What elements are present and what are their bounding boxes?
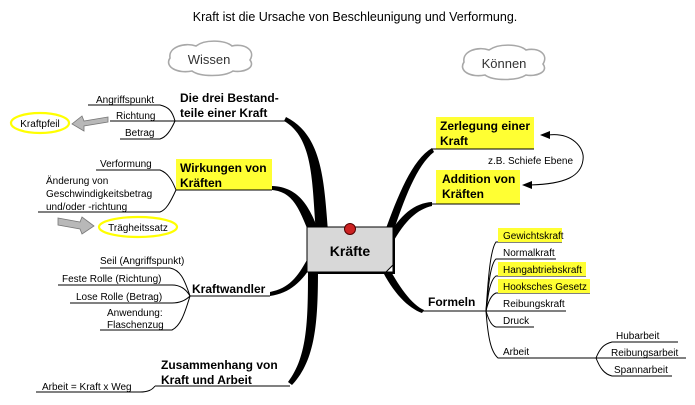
node-kraftwandler[interactable]: Kraftwandler Seil (Angriffspunkt) Feste … <box>58 256 270 331</box>
node-zerlegung[interactable]: Zerlegung einer Kraft <box>432 117 534 150</box>
arrowhead-addition-icon <box>522 181 532 189</box>
bestandteile-item-betrag: Betrag <box>125 128 154 139</box>
zerlegung-line1: Zerlegung einer <box>440 119 530 133</box>
formeln-highlight-gewichtskraft <box>498 228 562 242</box>
wirkungen-item-aenderung: Änderung von <box>46 175 108 187</box>
formeln-highlight-hangabtrieb <box>498 262 586 276</box>
node-wirkungen[interactable]: Wirkungen von Kräften Verformung Änderun… <box>38 159 272 213</box>
page-title: Kraft ist die Ursache von Beschleunigung… <box>193 10 518 24</box>
zerlegung-highlight <box>436 117 534 149</box>
bestandteile-item-richtung: Richtung <box>116 111 155 122</box>
wirkungen-line1: Wirkungen von <box>180 161 267 175</box>
formeln-item-normalkraft: Normalkraft <box>503 248 555 259</box>
note-traegheitssatz: Trägheitssatz <box>57 215 179 239</box>
kraftwandler-item-feste-rolle: Feste Rolle (Richtung) <box>62 274 161 285</box>
relation-example-label: z.B. Schiefe Ebene <box>488 156 573 167</box>
zusammenhang-line2: Kraft und Arbeit <box>161 373 252 387</box>
wirkungen-item-geschwindigkeit: Geschwindigkeitsbetrag <box>46 189 152 200</box>
formeln-label: Formeln <box>428 295 475 309</box>
traegheit-arrow-icon <box>57 216 95 235</box>
formeln-item-hangabtriebskraft: Hangabtriebskraft <box>503 265 582 276</box>
relation-zerlegung-addition: z.B. Schiefe Ebene <box>486 131 584 189</box>
branch-zerlegung <box>384 148 434 236</box>
formeln-item-arbeit: Arbeit <box>503 347 529 358</box>
node-addition[interactable]: Addition von Kräften <box>432 170 520 205</box>
zerlegung-line2: Kraft <box>440 134 468 148</box>
traegheitssatz-label: Trägheitssatz <box>108 223 168 234</box>
formeln-highlight-hooke <box>498 279 590 293</box>
center-node[interactable]: Kräfte <box>306 223 395 275</box>
bestandteile-line1: Die drei Bestand- <box>180 91 279 105</box>
branch-kraftwandler <box>270 258 314 296</box>
bestandteile-line2: teile einer Kraft <box>180 106 267 120</box>
center-node-knob <box>344 223 356 235</box>
wirkungen-item-verformung: Verformung <box>100 159 152 170</box>
wirkungen-line2: Kräften <box>180 176 222 190</box>
formeln-item-gewichtskraft: Gewichtskraft <box>503 231 564 242</box>
note-kraftpfeil: Kraftpfeil <box>9 111 109 135</box>
branch-bestandteile <box>284 117 328 232</box>
node-arbeit-types: Hubarbeit Reibungsarbeit Spannarbeit <box>595 331 686 377</box>
formeln-item-hooksches-gesetz: Hooksches Gesetz <box>503 282 587 293</box>
cloud-label-koennen: Können <box>482 56 527 71</box>
center-label: Kräfte <box>330 243 371 259</box>
arrowhead-zerlegung-icon <box>540 131 550 139</box>
node-zusammenhang[interactable]: Zusammenhang von Kraft und Arbeit Arbeit… <box>36 358 290 393</box>
formeln-item-reibungskraft: Reibungskraft <box>503 299 565 310</box>
kraftpfeil-arrow-icon <box>71 115 109 132</box>
formeln-item-druck: Druck <box>503 316 530 327</box>
addition-line2: Kräften <box>442 187 484 201</box>
arbeit-item-reibungsarbeit: Reibungsarbeit <box>611 348 678 359</box>
arbeit-item-spannarbeit: Spannarbeit <box>614 365 668 376</box>
zusammenhang-line1: Zusammenhang von <box>161 358 278 372</box>
branch-zusammenhang <box>288 266 318 385</box>
cloud-koennen: Können <box>461 44 546 81</box>
zusammenhang-item-formel: Arbeit = Kraft x Weg <box>42 382 132 393</box>
kraftwandler-item-anwendung: Anwendung: <box>107 308 163 319</box>
cloud-wissen: Wissen <box>167 40 253 77</box>
kraftwandler-label: Kraftwandler <box>192 282 266 296</box>
kraftpfeil-label: Kraftpfeil <box>20 119 59 130</box>
node-bestandteile[interactable]: Die drei Bestand- teile einer Kraft Angr… <box>88 91 286 140</box>
branch-formeln <box>380 262 424 313</box>
kraftwandler-item-flaschenzug: Flaschenzug <box>107 320 164 331</box>
cloud-label-wissen: Wissen <box>188 52 231 67</box>
branch-addition <box>386 202 432 244</box>
wirkungen-item-richtung: und/oder -richtung <box>46 202 127 213</box>
center-node-corner <box>384 263 394 273</box>
addition-line1: Addition von <box>442 172 515 186</box>
node-formeln[interactable]: Formeln Gewichtskraft Normalkraft Hangab… <box>422 228 596 359</box>
addition-highlight <box>436 170 520 204</box>
arbeit-item-hubarbeit: Hubarbeit <box>616 331 660 342</box>
bestandteile-item-angriffspunkt: Angriffspunkt <box>96 95 154 106</box>
kraftwandler-item-seil: Seil (Angriffspunkt) <box>100 256 184 267</box>
wirkungen-highlight <box>176 159 272 190</box>
kraftwandler-item-lose-rolle: Lose Rolle (Betrag) <box>76 292 162 303</box>
